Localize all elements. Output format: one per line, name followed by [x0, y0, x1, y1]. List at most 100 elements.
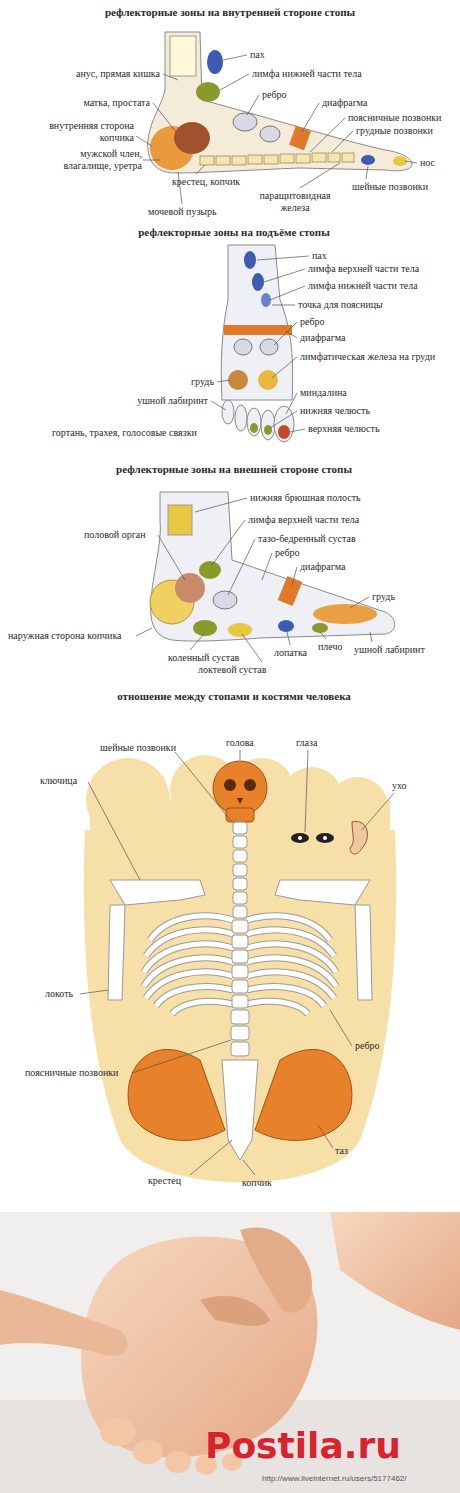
skeleton: [231, 1010, 249, 1024]
skeleton: [291, 833, 309, 843]
zone-label: мочевой пузырь: [148, 206, 217, 218]
outer-foot: [168, 505, 192, 535]
outer-foot: [213, 591, 237, 609]
skeleton: [224, 779, 236, 791]
foot-top-view: [264, 425, 272, 435]
zone-label: поясничные позвонки: [25, 1067, 118, 1079]
leader-line: [143, 160, 160, 161]
foot-top-view: [235, 405, 247, 431]
zone-label: тазо-бедренный сустав: [258, 533, 356, 545]
skeleton: [233, 906, 247, 918]
zone-label: мужской член, влагалище, уретра: [38, 148, 142, 172]
leader-line: [257, 256, 309, 260]
leader-line: [80, 750, 394, 1175]
zone-label: миндалина: [300, 387, 347, 399]
leader-line: [196, 165, 205, 174]
skeleton: [213, 761, 267, 815]
skeleton: [323, 836, 327, 840]
foot-top-view: [252, 273, 264, 291]
skeleton: [172, 1001, 233, 1014]
massage-photo: [0, 1212, 460, 1493]
zone-label: половой орган: [84, 529, 146, 541]
zone-label: нижняя челюсть: [300, 405, 370, 417]
massage-photo: [165, 1451, 191, 1473]
leader-line: [88, 782, 140, 880]
zone-label: точка для поясницы: [298, 299, 383, 311]
zone-label: лимфатическая железа на груди: [300, 351, 440, 363]
zone-label: пах: [312, 250, 327, 262]
zone-label: пах: [250, 49, 265, 61]
leader-line: [270, 411, 297, 428]
foot-top-view: [261, 410, 275, 440]
zone-label: ключица: [40, 775, 77, 787]
foot-top-view: [222, 400, 234, 424]
zone-label: грудь: [372, 591, 395, 603]
outer-foot: [175, 573, 205, 603]
skeleton: [108, 905, 125, 1000]
leader-line: [217, 380, 230, 382]
leader-line: [366, 166, 368, 179]
skeleton: [108, 822, 372, 1160]
zone-label: ребро: [262, 89, 287, 101]
massage-photo: [0, 1212, 460, 1493]
inner-foot: [196, 82, 220, 102]
zone-label: крестец: [148, 1175, 181, 1187]
inner-foot: [328, 153, 340, 162]
leader-line: [292, 567, 297, 585]
leader-line: [153, 103, 176, 132]
leader-line: [190, 634, 204, 650]
inner-foot: [207, 50, 223, 74]
foot-top-view: [244, 251, 256, 269]
sole-outline: [84, 830, 396, 1182]
zone-label: лимфа верхней части тела: [308, 263, 419, 275]
leader-line: [305, 750, 308, 832]
massage-photo: [0, 1290, 127, 1356]
zone-label: диафрагма: [300, 561, 345, 573]
outer-foot: [278, 620, 294, 632]
zone-label: ушной лабиринт: [137, 395, 208, 407]
leader-line: [223, 55, 247, 60]
leader-line: [80, 990, 108, 994]
leader-line: [272, 305, 295, 306]
skeleton: [233, 892, 247, 904]
zone-label: диафрагма: [300, 332, 345, 344]
outer-foot: [151, 492, 395, 641]
leader-line: [136, 498, 372, 662]
inner-foot: [342, 153, 354, 162]
zone-label: грудные позвонки: [356, 125, 433, 137]
zone-label: лимфа нижней части тела: [308, 280, 418, 292]
zone-label: анус, прямая кишка: [76, 68, 160, 80]
leader-line: [132, 1040, 231, 1073]
zone-label: лимфа верхней части тела: [248, 514, 359, 526]
foot-top-view: [234, 339, 252, 355]
leader-line: [330, 1010, 352, 1046]
foot-top-view: [278, 425, 290, 439]
inner-foot: [200, 156, 214, 165]
foot-top-view: [221, 245, 294, 442]
inner-foot: [233, 113, 257, 131]
foot-top-view: [221, 245, 292, 400]
outer-foot: [150, 492, 395, 641]
leader-line: [332, 131, 353, 152]
zone-label: локтевой сустав: [198, 664, 266, 676]
section-heading: рефлекторные зоны на подъёме стопы: [4, 226, 460, 238]
leader-line: [405, 161, 417, 163]
skeleton: [232, 935, 248, 948]
leader-line: [286, 331, 297, 338]
inner-foot: [296, 154, 310, 163]
inner-foot: [232, 156, 246, 165]
skeleton: [355, 905, 372, 1000]
zone-label: поясничные позвонки: [348, 112, 441, 124]
skeleton: [247, 1001, 308, 1014]
leader-line: [195, 498, 247, 512]
zone-label: лопатка: [274, 647, 307, 659]
massage-photo: [200, 1296, 270, 1326]
skeleton: [233, 850, 247, 862]
skeleton: [144, 916, 336, 1014]
zone-label: гортань, трахея, голосовые связки: [52, 427, 197, 439]
foot-top-view: [261, 293, 271, 307]
skeleton: [233, 836, 247, 848]
zone-label: внутренняя сторона копчика: [40, 120, 134, 144]
leader-line: [190, 1140, 232, 1175]
